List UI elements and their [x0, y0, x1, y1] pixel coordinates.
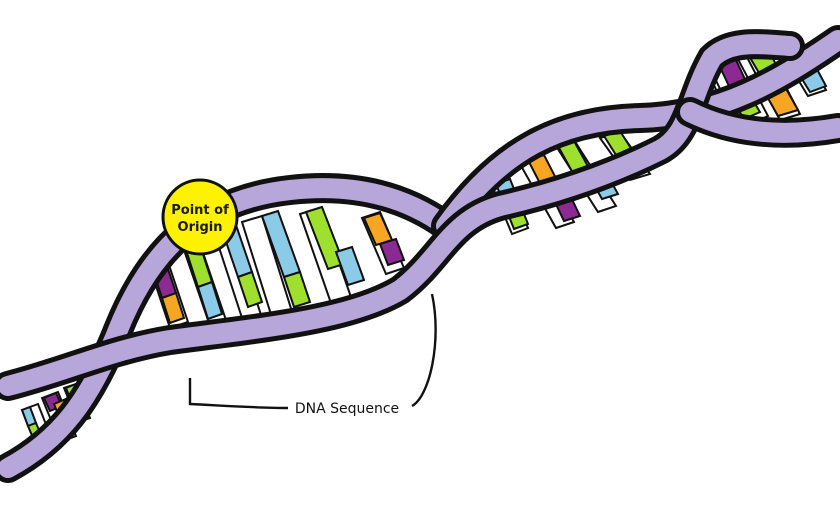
origin-label-line2: Origin — [178, 220, 223, 235]
base-pair — [182, 242, 228, 328]
base-pair — [240, 209, 312, 326]
strand-back-right — [436, 30, 840, 236]
point-of-origin-marker: Point of Origin — [161, 178, 239, 256]
base-pair — [360, 210, 406, 276]
strand-front — [0, 34, 800, 396]
sequence-bracket — [188, 293, 437, 410]
strand-tail — [680, 102, 840, 143]
base-pair — [298, 205, 366, 308]
origin-label-line1: Point of — [171, 203, 229, 218]
bottom-strip — [0, 470, 840, 510]
sequence-label: DNA Sequence — [295, 401, 399, 417]
origin-circle — [161, 178, 239, 256]
dna-sequence-annotation: DNA Sequence — [188, 293, 437, 417]
